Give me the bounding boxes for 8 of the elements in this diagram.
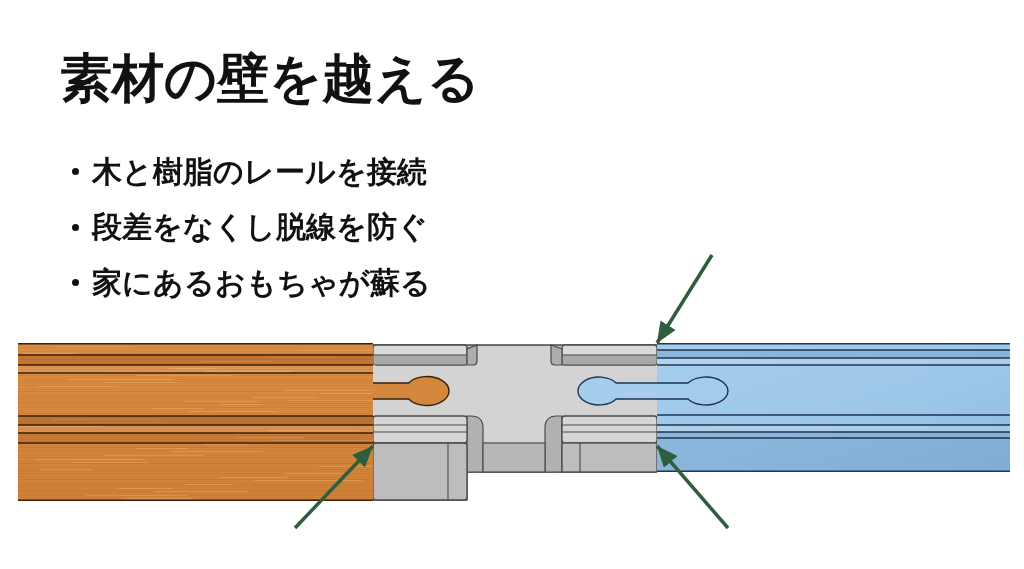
arrow (655, 444, 730, 530)
bullet-text: 段差をなくし脱線を防ぐ (92, 208, 428, 247)
arrow (293, 444, 375, 530)
bullet-text: 家にあるおもちゃが蘇る (92, 263, 431, 302)
arrow (655, 254, 714, 344)
plastic-rail-drawing (657, 343, 1010, 472)
slide-title: 素材の壁を越える (60, 46, 480, 110)
bullet-text: 木と樹脂のレールを接続 (92, 152, 427, 191)
